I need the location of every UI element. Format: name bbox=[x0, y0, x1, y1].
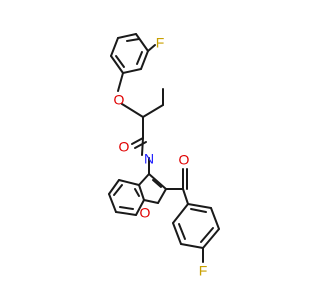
bond-ketone-to-ring bbox=[182, 188, 189, 205]
bond-top-ring-02 bbox=[117, 33, 137, 39]
amide-group bbox=[131, 137, 150, 175]
bond-bottom-ring-04 bbox=[202, 228, 220, 249]
bond-furan-03 bbox=[143, 199, 159, 204]
atom-fluorine-bottom: F bbox=[199, 263, 208, 279]
bond-bottom-ring-03 bbox=[180, 243, 204, 249]
bond-top-ring-inner-01 bbox=[126, 38, 140, 42]
bond-benzene-05 bbox=[135, 199, 145, 216]
bond-furan-04 bbox=[157, 188, 167, 204]
atom-fluorine-top: F bbox=[156, 35, 165, 51]
bond-bottom-ring-inner-01 bbox=[178, 223, 186, 240]
bond-alpha-to-ethyl bbox=[142, 104, 164, 118]
bond-top-ring-04 bbox=[110, 55, 124, 74]
top-fluorophenyl-ring bbox=[110, 33, 156, 92]
bond-top-fluorine bbox=[147, 44, 156, 52]
bond-bottom-ring-inner-03 bbox=[190, 208, 207, 213]
bond-carbonyl-to-nitrogen bbox=[141, 137, 144, 156]
bond-benzene-02 bbox=[108, 179, 120, 195]
bond-top-ring-to-oxygen bbox=[117, 72, 124, 92]
atom-oxygen-amide: O bbox=[119, 139, 130, 155]
bond-top-ring-05 bbox=[122, 68, 142, 74]
bond-furan-inner bbox=[152, 179, 162, 188]
benzofuran-system bbox=[108, 173, 167, 216]
bond-top-ring-03 bbox=[110, 37, 119, 57]
bond-top-ring-inner-02 bbox=[115, 55, 125, 68]
bond-carbonyl-to-oxygen-2 bbox=[134, 141, 147, 149]
bond-top-ring-06 bbox=[140, 50, 149, 70]
bond-top-ring-inner-03 bbox=[136, 51, 143, 65]
bond-bottom-ring-inner-02 bbox=[200, 227, 214, 243]
atom-oxygen-furan: O bbox=[140, 205, 151, 221]
bond-bottom-ring-01 bbox=[172, 203, 189, 224]
bond-bottom-ring-06 bbox=[187, 203, 212, 209]
bond-furan-01 bbox=[138, 173, 150, 186]
bond-benzene-04 bbox=[115, 211, 137, 216]
bond-benzene-03 bbox=[108, 193, 117, 213]
atom-oxygen-ketone: O bbox=[179, 152, 190, 168]
bond-benzene-01 bbox=[118, 179, 140, 186]
bond-benzene-inner-02 bbox=[119, 206, 134, 210]
bond-furan-05 bbox=[148, 173, 167, 190]
ether-side-chain bbox=[121, 88, 164, 139]
ketone-group bbox=[165, 168, 189, 205]
bond-bottom-ring-05 bbox=[210, 207, 220, 230]
atom-oxygen-ether: O bbox=[114, 92, 125, 108]
bottom-fluorophenyl-ring bbox=[172, 203, 220, 263]
bond-bottom-ring-02 bbox=[172, 222, 182, 245]
bond-furan-02 bbox=[138, 184, 145, 201]
molecule-structure: F O O N O O F bbox=[108, 33, 220, 279]
molecule-canvas: F O O N O O F bbox=[108, 33, 220, 279]
bond-top-ring-01 bbox=[135, 33, 149, 52]
bond-benzene-inner-01 bbox=[113, 184, 123, 196]
atom-nitrogen-amide: N bbox=[144, 151, 154, 167]
bond-carbonyl-to-oxygen-1 bbox=[131, 137, 144, 145]
bond-oxygen-to-alpha-carbon bbox=[121, 103, 144, 118]
bond-benzene-inner-03 bbox=[134, 188, 140, 197]
